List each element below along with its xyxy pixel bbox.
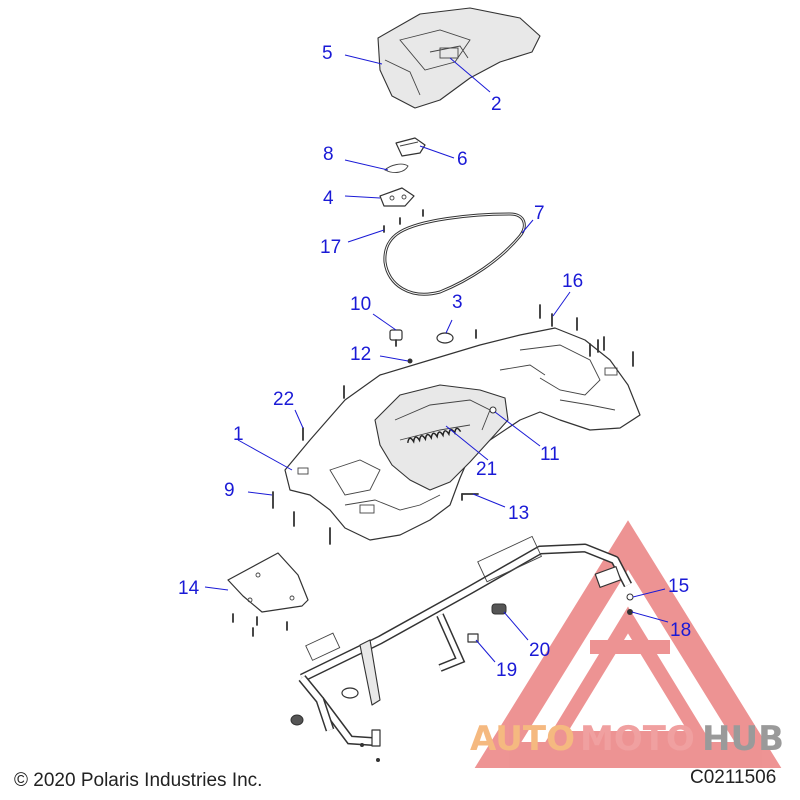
part-19-bolt — [467, 633, 479, 643]
part-4-bracket — [379, 187, 415, 207]
part-9-bolts — [272, 491, 331, 545]
callout-9: 9 — [224, 480, 235, 501]
callout-15: 15 — [668, 576, 689, 597]
watermark-text-moto: MOTO — [580, 719, 695, 759]
part-18-nut — [627, 609, 633, 615]
part-14-plate — [227, 552, 309, 637]
part-1-body-panel — [284, 327, 641, 541]
part-3-plug — [436, 332, 454, 344]
part-6-latch — [395, 137, 426, 157]
part-15-bolt — [626, 593, 634, 601]
part-13-pin — [461, 493, 479, 501]
callout-17: 17 — [320, 237, 341, 258]
callout-14: 14 — [178, 578, 200, 599]
callout-20: 20 — [529, 640, 550, 661]
part-11-bolt — [489, 406, 497, 414]
watermark-text: AUTO MOTO HUB — [470, 719, 784, 759]
callout-2: 2 — [491, 94, 502, 115]
copyright-text: © 2020 Polaris Industries Inc. — [14, 770, 262, 791]
callout-11: 11 — [540, 444, 560, 465]
watermark-text-hub: HUB — [702, 719, 784, 759]
callout-19: 19 — [496, 660, 517, 681]
part-20-bushing — [491, 603, 507, 615]
callout-12: 12 — [350, 344, 371, 365]
part-16-bolts — [475, 304, 634, 367]
part-10-knob — [389, 329, 403, 347]
part-12-nut — [407, 358, 413, 364]
callout-7: 7 — [534, 203, 545, 224]
part-8-cable — [384, 163, 409, 173]
part-7-seal — [383, 212, 526, 296]
callout-18: 18 — [670, 620, 691, 641]
callout-6: 6 — [457, 149, 468, 170]
callout-16: 16 — [562, 271, 583, 292]
callout-10: 10 — [350, 294, 371, 315]
callout-labels: 1 2 3 4 5 6 7 8 9 10 11 12 13 14 15 16 1… — [178, 43, 691, 681]
callout-4: 4 — [323, 188, 334, 209]
callout-21: 21 — [476, 459, 497, 480]
leader-lines — [204, 54, 669, 663]
callout-13: 13 — [508, 503, 529, 524]
callout-5: 5 — [322, 43, 333, 64]
callout-3: 3 — [452, 292, 463, 313]
rear-rack-frame — [290, 535, 632, 762]
part-22-bolt — [302, 385, 345, 441]
callout-1: 1 — [233, 424, 244, 445]
diagram-code: C0211506 — [690, 767, 776, 788]
part-5-seat-cover — [377, 7, 541, 109]
part-17-screws — [383, 209, 424, 233]
callout-8: 8 — [323, 144, 334, 165]
watermark-text-auto: AUTO — [470, 719, 575, 759]
watermark-logo — [474, 520, 782, 768]
callout-22: 22 — [273, 389, 294, 410]
